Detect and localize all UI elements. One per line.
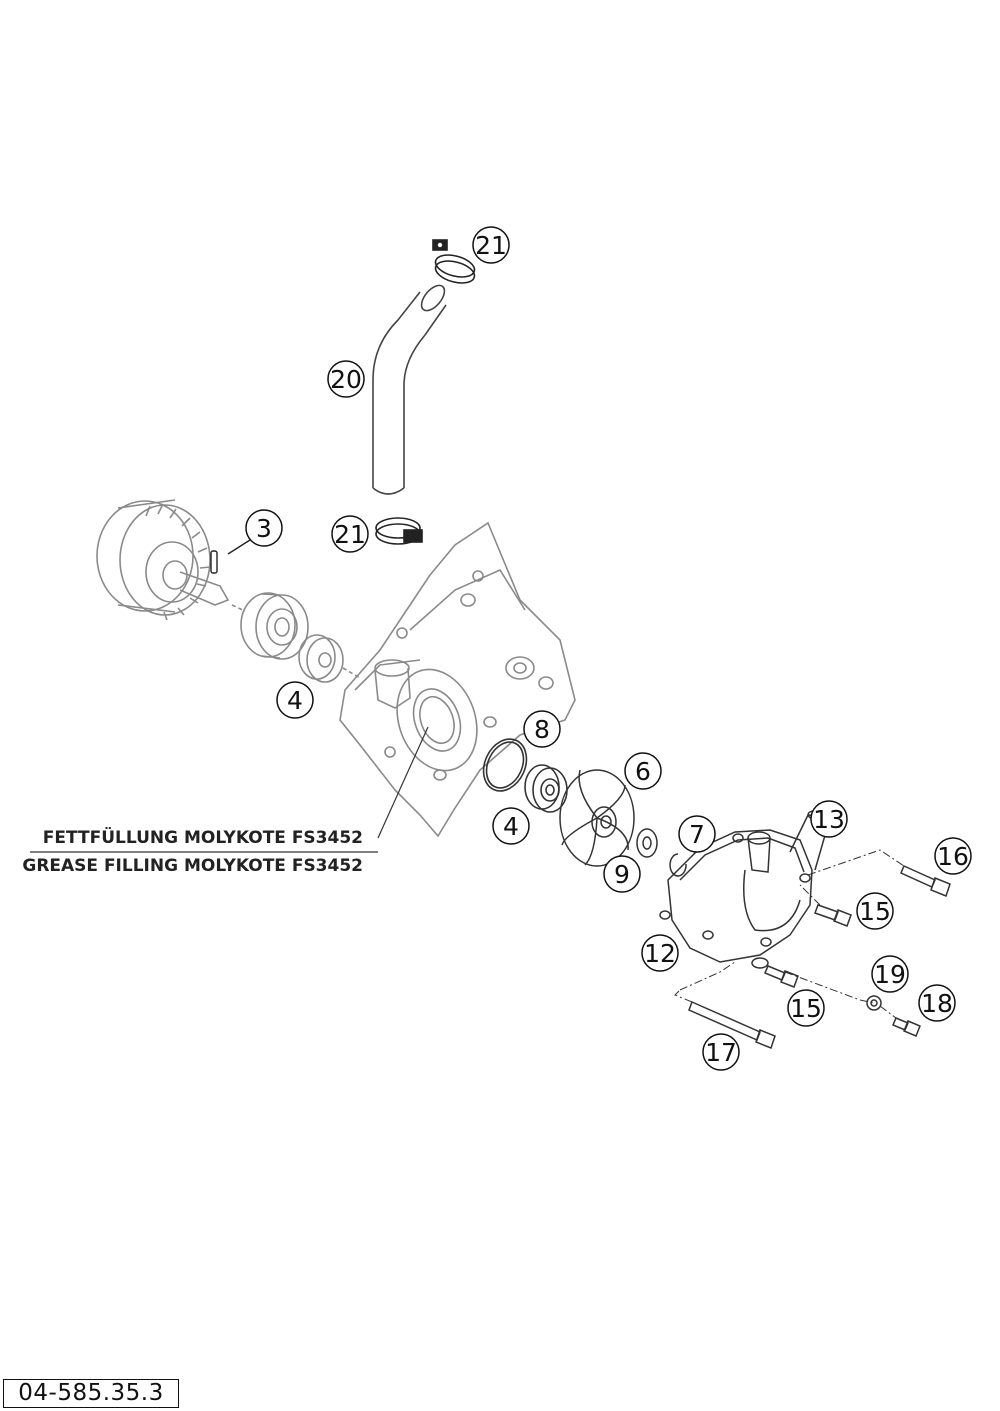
callout-17: 17 [702,1033,740,1071]
callout-label: 18 [921,989,953,1018]
assembly-axis-lines [674,849,905,1019]
hose-clamp-top [432,239,476,284]
bolt-17 [688,1000,776,1049]
o-ring [482,738,528,792]
bearing-right [524,764,568,813]
callout-label: 19 [874,960,906,989]
callout-7: 7 [678,815,716,853]
pin-part [210,539,251,574]
callout-label: 3 [256,514,272,543]
callout-12: 12 [641,934,679,972]
callout-label: 21 [334,520,366,549]
circlip [669,853,687,877]
grease-note-leader [30,726,429,853]
callout-15-bottom: 15 [787,989,825,1027]
callout-21-top: 21 [472,226,510,264]
callout-label: 15 [790,994,822,1023]
seal-ring-left [298,634,361,683]
callout-18: 18 [918,984,956,1022]
callout-label: 16 [937,842,969,871]
hose-clamp-bottom [375,517,423,545]
callout-label: 8 [534,715,550,744]
callout-label: 6 [635,757,651,786]
callout-19: 19 [871,955,909,993]
bolt-15-top [814,904,852,927]
callout-label: 15 [859,897,891,926]
note-english: GREASE FILLING MOLYKOTE FS3452 [22,856,363,876]
callout-label: 4 [287,686,303,715]
bearing-left [231,592,309,660]
callout-label: 17 [705,1038,737,1067]
callout-label: 13 [813,805,845,834]
callout-21-bottom: 21 [331,515,369,553]
note-german: FETTFÜLLUNG MOLYKOTE FS3452 [43,826,363,848]
bolt-16 [900,865,951,897]
engine-case-cover [339,521,576,838]
callout-label: 4 [503,812,519,841]
callout-4-right: 4 [492,807,530,845]
drawing-number: 04-585.35.3 [3,1379,179,1408]
callout-label: 21 [475,231,507,260]
callout-9: 9 [603,855,641,893]
bolt-18 [892,1017,921,1037]
water-pump-gear [96,499,230,621]
callout-label: 7 [689,820,705,849]
callout-label: 9 [614,860,630,889]
callout-3: 3 [245,509,283,547]
coolant-hose [372,284,447,495]
callout-8: 8 [523,710,561,748]
callout-6: 6 [624,752,662,790]
washer-19 [866,995,882,1011]
callout-4-left: 4 [276,681,314,719]
callout-16: 16 [934,837,972,875]
washer [636,828,658,858]
callout-label: 12 [644,939,676,968]
impeller [559,769,635,867]
callout-label: 20 [330,365,362,394]
callout-15-top: 15 [856,892,894,930]
callout-13: 13 [810,800,848,838]
callout-20: 20 [327,360,365,398]
bolt-15-bottom [751,957,799,988]
